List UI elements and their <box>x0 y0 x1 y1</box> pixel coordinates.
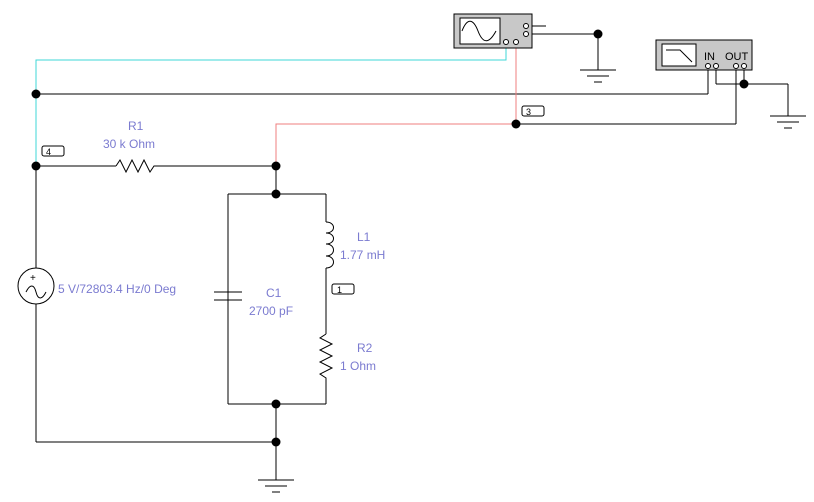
l1-value: 1.77 mH <box>340 248 385 262</box>
lowpass-icon <box>666 49 693 63</box>
node-label-4: 4 <box>41 145 65 157</box>
r1-name: R1 <box>128 119 144 133</box>
oscilloscope[interactable] <box>453 13 533 49</box>
r2-name: R2 <box>357 341 373 355</box>
r1-value: 30 k Ohm <box>103 137 155 151</box>
scope-channel-a-wire <box>35 46 507 166</box>
sine-icon <box>25 285 47 299</box>
resistor-r2[interactable] <box>318 333 334 382</box>
bode-in-label: IN <box>704 51 715 63</box>
sine-wave-icon <box>461 20 497 42</box>
junction-dots <box>31 29 749 447</box>
svg-text:3: 3 <box>526 107 531 117</box>
wires <box>35 25 789 480</box>
bode-plotter[interactable]: IN OUT <box>655 39 753 71</box>
r2-value: 1 Ohm <box>340 359 376 373</box>
plus-icon: + <box>30 273 36 284</box>
l1-name: L1 <box>357 230 371 244</box>
ground-symbol-scope <box>580 66 616 83</box>
bode-out-label: OUT <box>725 51 749 63</box>
svg-text:4: 4 <box>46 147 51 157</box>
ac-voltage-source[interactable]: + <box>17 267 55 305</box>
scope-channel-b-wire <box>275 46 517 166</box>
capacitor-c1[interactable] <box>214 291 242 404</box>
node-label-3: 3 <box>521 105 545 117</box>
svg-text:1: 1 <box>337 285 342 295</box>
c1-name: C1 <box>266 286 282 300</box>
source-value: 5 V/72803.4 Hz/0 Deg <box>58 282 176 296</box>
inductor-l1[interactable] <box>325 221 334 269</box>
ground-symbol-circuit <box>258 479 294 493</box>
c1-value: 2700 pF <box>249 304 293 318</box>
ground-symbol-bode <box>770 115 806 129</box>
resistor-r1[interactable] <box>115 158 158 174</box>
node-label-1: 1 <box>331 283 355 295</box>
